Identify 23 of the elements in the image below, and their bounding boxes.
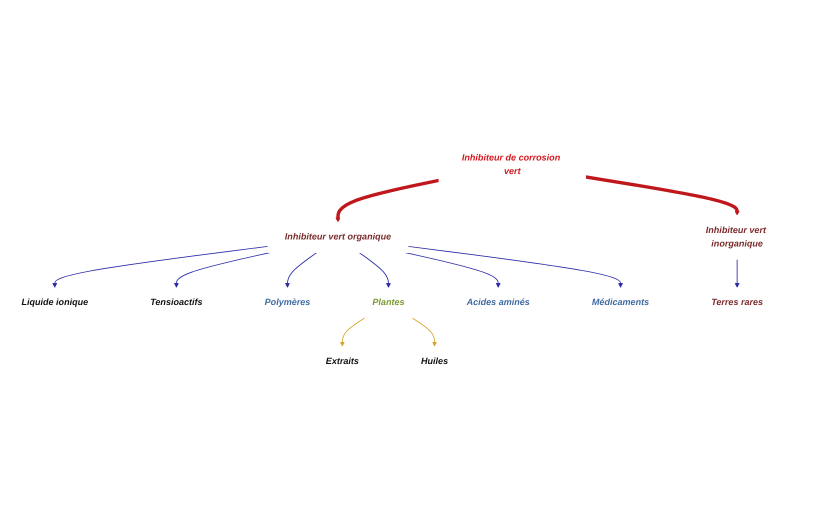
node-text: Polymères xyxy=(264,298,310,308)
node-text: Liquide ionique xyxy=(21,298,88,308)
arrow xyxy=(358,252,391,288)
node-text: Inhibiteur vert organique xyxy=(284,232,392,242)
arrow xyxy=(340,318,365,347)
node-text: Acides aminés xyxy=(466,298,530,308)
arrow xyxy=(336,178,440,222)
node-text: Inhibiteur de corrosion vert xyxy=(462,153,560,176)
node-text: Inhibiteur vert inorganique xyxy=(706,226,766,249)
arrow xyxy=(412,318,438,347)
node-text: Huiles xyxy=(421,356,448,366)
node-text: Terres rares xyxy=(711,298,764,308)
node-text: Médicaments xyxy=(592,298,650,308)
node-text: Extraits xyxy=(326,356,359,366)
arrow xyxy=(408,246,623,288)
arrow xyxy=(52,246,268,288)
arrow xyxy=(405,252,501,288)
arrow xyxy=(285,252,318,288)
node-text: Tensioactifs xyxy=(150,298,203,308)
arrow xyxy=(734,259,740,288)
arrow xyxy=(174,252,270,288)
arrow xyxy=(585,175,740,216)
node-text: Plantes xyxy=(372,298,405,308)
